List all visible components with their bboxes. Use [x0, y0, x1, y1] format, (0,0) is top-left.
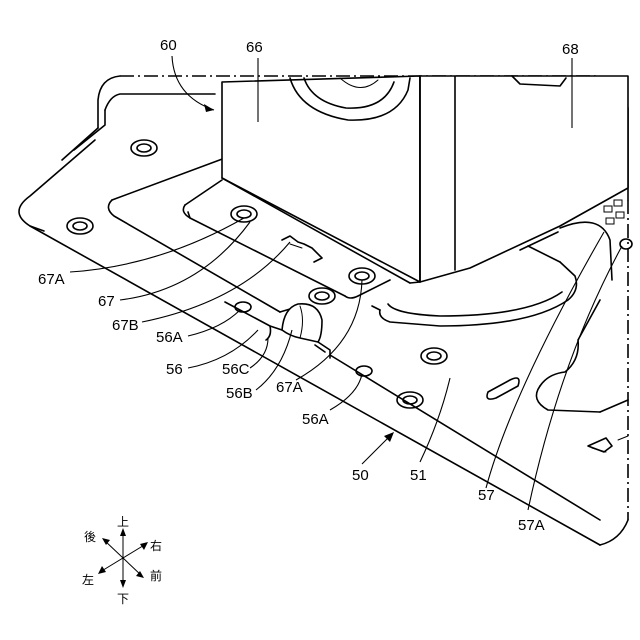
label-50: 50 [352, 467, 369, 484]
label-51: 51 [410, 467, 427, 484]
label-67B: 67B [112, 317, 139, 334]
dir-down: 下 [117, 592, 129, 606]
boss-hole [309, 288, 335, 304]
dir-front: 前 [150, 568, 162, 583]
label-57A: 57A [518, 517, 545, 534]
housing-66 [222, 76, 628, 283]
slot [487, 378, 519, 399]
bracket-57 [536, 300, 628, 452]
label-56C: 56C [222, 361, 250, 378]
label-56B: 56B [226, 385, 253, 402]
dir-right: 右 [150, 538, 162, 553]
boss-hole [397, 392, 423, 408]
boss-hole [231, 206, 257, 222]
label-60: 60 [160, 37, 177, 54]
dir-back: 後 [84, 530, 96, 544]
label-56: 56 [166, 361, 183, 378]
boss-hole [131, 140, 157, 156]
label-67A: 67A [38, 271, 65, 288]
label-68: 68 [562, 41, 579, 58]
label-56A: 56A [156, 329, 183, 346]
label-67: 67 [98, 293, 115, 310]
label-57: 57 [478, 487, 495, 504]
label-67A-lower: 67A [276, 379, 303, 396]
direction-compass: 上 下 後 前 右 左 [82, 515, 162, 606]
dir-up: 上 [117, 515, 129, 529]
hole-56A [356, 366, 372, 376]
dir-left: 左 [82, 572, 94, 587]
label-66: 66 [246, 39, 263, 56]
boss-hole [421, 348, 447, 364]
boss-hole [67, 218, 93, 234]
label-56A-lower: 56A [302, 411, 329, 428]
hole-56A [235, 302, 251, 312]
